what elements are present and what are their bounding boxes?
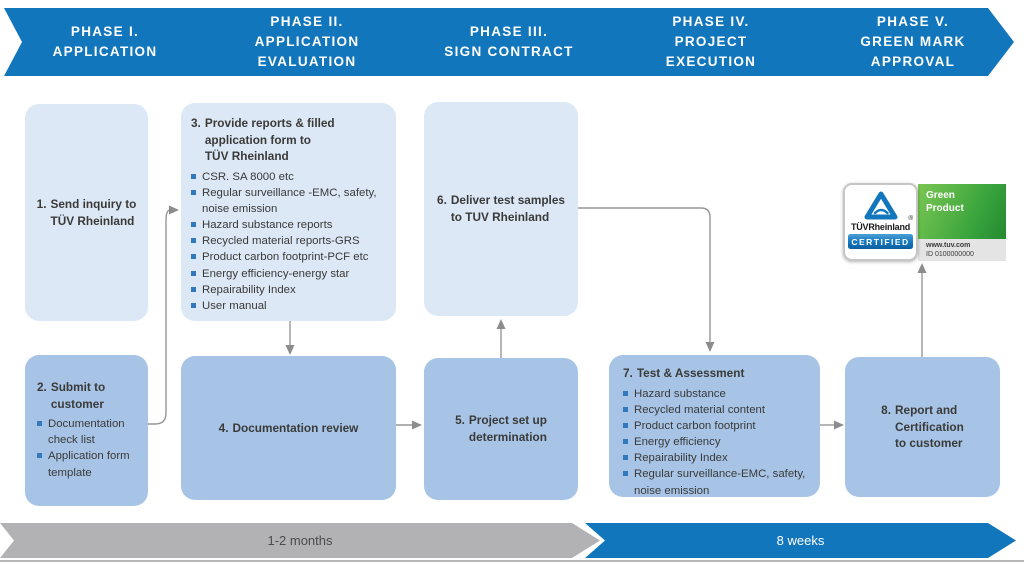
list-item: Product carbon footprint-PCF etc xyxy=(191,249,388,265)
list-item: Energy efficiency-energy star xyxy=(191,266,388,282)
step-number: 4. xyxy=(218,420,229,435)
brand-name: TÜVRheinland ® xyxy=(850,215,913,232)
tuv-triangle-icon xyxy=(864,191,897,220)
step-title: Project set up determination xyxy=(468,413,547,444)
list-item: Documentation check list xyxy=(37,416,140,448)
timeline-months-label: 1-2 months xyxy=(267,533,333,548)
list-item: CSR. SA 8000 etc xyxy=(191,169,388,185)
step-1-box: 1. Send inquiry to TÜV Rheinland xyxy=(25,104,148,321)
green-product-panel: Green Product www.tuv.com ID 0100000000 xyxy=(918,184,1006,261)
bullet-square-icon xyxy=(191,222,196,228)
connector-2-to-3 xyxy=(148,205,179,425)
tuv-rheinland-badge: TÜVRheinland ® CERTIFIED xyxy=(843,183,918,261)
step-number: 8. xyxy=(881,403,891,418)
bullet-square-icon xyxy=(623,390,628,396)
list-item: Product carbon footprint xyxy=(623,418,812,434)
step-4-box: 4. Documentation review xyxy=(181,356,396,500)
green-product-label: Green Product xyxy=(918,184,1006,239)
phase-header-band: PHASE I. APPLICATION PHASE II. APPLICATI… xyxy=(4,8,1014,76)
step-title: Submit to customer xyxy=(50,380,106,411)
list-item: Repairability Index xyxy=(623,450,812,466)
list-item: Regular surveillance -EMC, safety, noise… xyxy=(191,185,388,217)
step-5-box: 5. Project set up determination xyxy=(424,358,578,500)
step-8-box: 8. Report and Certification to customer xyxy=(845,357,1000,497)
phase-4-label: PHASE IV. PROJECT EXECUTION xyxy=(665,13,757,70)
step-title: Provide reports & filled application for… xyxy=(204,116,335,164)
bullet-square-icon xyxy=(191,238,196,244)
phase-2-label: PHASE II. APPLICATION EVALUATION xyxy=(254,13,360,70)
bullet-square-icon xyxy=(191,173,196,179)
list-item: Repairability Index xyxy=(191,282,388,298)
list-item: Hazard substance xyxy=(623,386,812,402)
list-item: User manual xyxy=(191,298,388,314)
step-title: Deliver test samples to TUV Rheinland xyxy=(450,193,565,224)
list-item: Hazard substance reports xyxy=(191,217,388,233)
list-item: Regular surveillance-EMC, safety, noise … xyxy=(623,466,812,498)
tuv-url: www.tuv.com xyxy=(926,242,971,249)
list-item: Recycled material content xyxy=(623,402,812,418)
bullet-square-icon xyxy=(623,439,628,445)
certified-band: CERTIFIED xyxy=(848,234,913,249)
timeline-weeks-label: 8 weeks xyxy=(776,533,825,548)
step-number: 5. xyxy=(455,413,465,428)
step-3-box: 3. Provide reports & filled application … xyxy=(181,103,396,321)
step-title: Send inquiry to TÜV Rheinland xyxy=(50,196,137,228)
bullet-square-icon xyxy=(191,254,196,260)
bullet-square-icon xyxy=(623,422,628,428)
bottom-divider xyxy=(0,560,1024,562)
step-title: Documentation review xyxy=(232,420,359,435)
bullet-square-icon xyxy=(191,286,196,292)
bullet-square-icon xyxy=(191,303,196,309)
timeline-months-arrow: 1-2 months xyxy=(0,523,600,558)
certificate-id: ID 0100000000 xyxy=(926,251,974,259)
timeline-weeks-arrow: 8 weeks xyxy=(585,523,1016,558)
step-number: 1. xyxy=(36,196,47,211)
bullet-square-icon xyxy=(623,406,628,412)
step-title: Report and Certification to customer xyxy=(895,403,964,451)
step-title: Test & Assessment xyxy=(636,366,745,380)
certification-mark: TÜVRheinland ® CERTIFIED Green Product w… xyxy=(843,183,1006,261)
step-2-box: 2. Submit to customer Documentation chec… xyxy=(25,355,148,506)
list-item: Application form template xyxy=(37,448,140,480)
mark-info-strip: www.tuv.com ID 0100000000 xyxy=(918,239,1006,261)
list-item: Recycled material reports-GRS xyxy=(191,233,388,249)
step-number: 6. xyxy=(437,193,447,208)
phase-5-label: PHASE V. GREEN MARK APPROVAL xyxy=(860,13,966,70)
list-item: Energy efficiency xyxy=(623,434,812,450)
step-number: 7. xyxy=(623,366,633,380)
registered-mark: ® xyxy=(908,215,913,222)
step-7-box: 7. Test & Assessment Hazard substance Re… xyxy=(609,355,820,497)
step-number: 2. xyxy=(37,380,47,394)
step-number: 3. xyxy=(191,116,201,130)
bullet-square-icon xyxy=(191,189,196,195)
bullet-square-icon xyxy=(191,270,196,276)
phase-3-label: PHASE III. SIGN CONTRACT xyxy=(444,23,574,59)
bullet-square-icon xyxy=(623,455,628,461)
bullet-square-icon xyxy=(623,471,628,477)
bullet-square-icon xyxy=(37,421,42,427)
bullet-square-icon xyxy=(37,453,42,459)
phase-1-label: PHASE I. APPLICATION xyxy=(52,23,158,59)
step-6-box: 6. Deliver test samples to TUV Rheinland xyxy=(424,102,578,316)
connector-6-to-7 xyxy=(578,207,715,352)
